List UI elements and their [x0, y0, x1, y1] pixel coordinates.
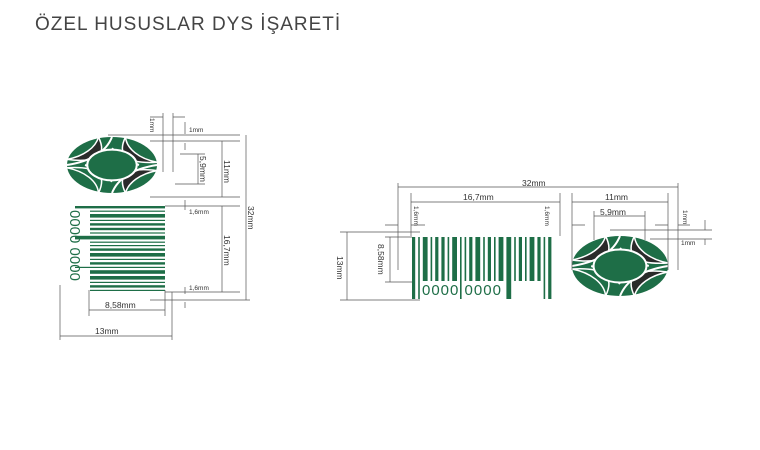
- barcode-bar: [435, 237, 439, 281]
- dim-label-barcode-height-h: 8,58mm: [376, 244, 386, 275]
- dim-label-barcode-length: 16,7mm: [222, 235, 232, 266]
- dim-label-gap-h: 1mm: [681, 240, 695, 247]
- barcode-bar: [514, 237, 516, 281]
- barcode-bar: [90, 223, 165, 226]
- barcode-bar: [90, 210, 165, 212]
- barcode-bar: [90, 289, 165, 291]
- page-title: ÖZEL HUSUSLAR DYS İŞARETİ: [35, 14, 342, 35]
- barcode-bar: [483, 237, 485, 281]
- barcode-bar: [487, 237, 491, 281]
- dim-label-gap-v: 1mm: [681, 210, 688, 224]
- dim-label-barcode-length-h: 16,7mm: [463, 192, 494, 202]
- logo-inner: [592, 248, 648, 284]
- barcode-bar: [90, 270, 165, 274]
- barcode-bar: [90, 281, 165, 283]
- dim-label-gap-top-h: 1mm: [189, 127, 203, 134]
- barcode-bar: [475, 237, 481, 281]
- dim-label-margin-bottom: 1,6mm: [189, 285, 209, 292]
- barcode-bar: [529, 237, 535, 281]
- logo-vertical: [66, 134, 158, 196]
- logo-inner: [86, 148, 138, 182]
- barcode-bar: [452, 237, 457, 281]
- barcode-horizontal: [412, 237, 552, 299]
- barcode-bar: [469, 237, 473, 281]
- barcode-bar: [75, 266, 165, 268]
- barcode-bar: [75, 235, 165, 240]
- barcode-bar: [422, 237, 428, 281]
- barcode-digits-vertical: 0000 0000: [66, 210, 83, 281]
- barcode-bar: [90, 262, 165, 265]
- dim-label-inner-h: 5,9mm: [600, 207, 626, 217]
- barcode-bar: [90, 219, 165, 221]
- barcode-bar: [90, 258, 165, 260]
- barcode-bar: [90, 232, 165, 234]
- dim-label-margin-right: 1,6mm: [543, 206, 550, 226]
- dim-label-margin-left: 1,6mm: [412, 206, 419, 226]
- barcode-vertical: [75, 206, 165, 291]
- barcode-bar: [543, 237, 546, 299]
- dim-label-inner: 5,9mm: [198, 156, 208, 182]
- barcode-bar: [90, 248, 165, 251]
- dim-label-gap-top-v: 1mm: [148, 118, 155, 132]
- barcode-bar: [525, 237, 527, 281]
- barcode-bar: [90, 214, 165, 218]
- barcode-digits-horizontal: 0000 0000: [422, 282, 502, 299]
- dim-label-margin-top: 1,6mm: [189, 209, 209, 216]
- barcode-bar: [441, 237, 445, 281]
- barcode-bar: [498, 237, 504, 281]
- barcode-bar: [90, 241, 165, 243]
- barcode-bar: [494, 237, 496, 281]
- barcode-bar: [430, 237, 433, 281]
- logo-horizontal: [571, 233, 669, 299]
- dim-label-width: 13mm: [95, 326, 119, 336]
- barcode-bar: [75, 206, 165, 209]
- barcode-bar: [464, 237, 467, 281]
- vertical-figure: 0000 0000 1mm 1mm 5,9mm 11mm 32mm 1,6mm …: [59, 113, 256, 340]
- barcode-bar: [412, 237, 416, 299]
- dim-label-height: 13mm: [335, 256, 345, 280]
- barcode-bar: [90, 253, 165, 257]
- barcode-bar: [537, 237, 541, 281]
- barcode-bar: [418, 237, 420, 299]
- dim-label-total-h: 32mm: [522, 178, 546, 188]
- barcode-bar: [460, 237, 462, 299]
- barcode-bar: [90, 245, 165, 247]
- barcode-bar: [548, 237, 552, 299]
- barcode-bar: [90, 227, 165, 231]
- dim-label-barcode-height: 8,58mm: [105, 300, 136, 310]
- barcode-bar: [506, 237, 512, 299]
- barcode-bar: [90, 285, 165, 288]
- dim-label-logo-width: 11mm: [605, 192, 628, 202]
- barcode-bar: [447, 237, 450, 281]
- barcode-bar: [90, 276, 165, 280]
- barcode-bar: [518, 237, 522, 281]
- dim-label-total: 32mm: [246, 206, 256, 230]
- dim-label-logo-height: 11mm: [222, 160, 232, 183]
- horizontal-figure: 0000 0000 32mm 16,7mm 11mm 5,9mm 1,6mm 1…: [335, 178, 712, 301]
